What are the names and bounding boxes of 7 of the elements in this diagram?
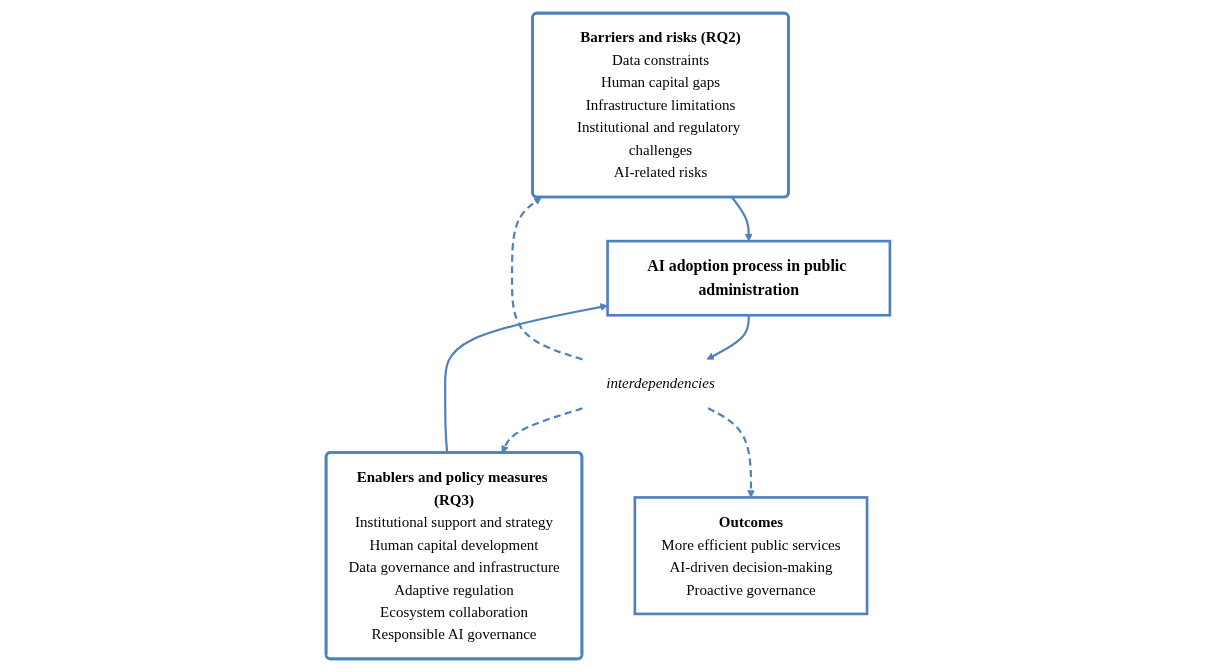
arrow [510,197,583,361]
arrow [706,315,750,360]
arrow [707,407,755,498]
node-box: Outcomes More efficient public services AI-driven decision-making Proactive governance [633,496,869,616]
node-box: AI adoption process in public administration [606,239,892,317]
node-text: interdependencies [606,375,715,393]
arrow [444,303,608,453]
